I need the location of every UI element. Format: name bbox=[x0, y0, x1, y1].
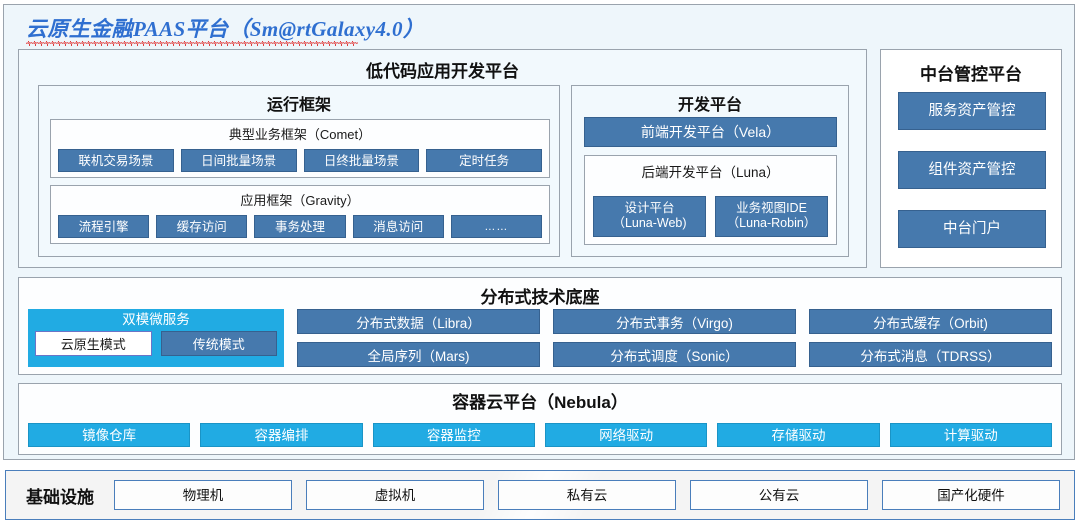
gravity-chip-cache-access[interactable]: 缓存访问 bbox=[156, 215, 248, 238]
comet-chip-online-trade[interactable]: 联机交易场景 bbox=[58, 149, 174, 172]
frontend-dev-platform-vela[interactable]: 前端开发平台（Vela） bbox=[584, 117, 837, 147]
runtime-framework-title: 运行框架 bbox=[266, 97, 331, 114]
cc-chip-image-registry[interactable]: 镜像仓库 bbox=[28, 423, 191, 447]
infra-chip-virtual-machine[interactable]: 虚拟机 bbox=[306, 480, 484, 510]
distributed-column-1: 分布式数据（Libra） 全局序列（Mars) bbox=[297, 309, 540, 367]
luna-chip-business-view-ide-line1: 业务视图IDE bbox=[736, 201, 807, 215]
spellcheck-wavy-underline bbox=[26, 41, 358, 46]
gravity-title: 应用框架（Gravity） bbox=[240, 193, 360, 208]
page-title-text: 云原生金融PAAS平台（Sm@rtGalaxy4.0） bbox=[26, 17, 425, 41]
comet-chip-row: 联机交易场景 日间批量场景 日终批量场景 定时任务 bbox=[58, 149, 542, 172]
page-title: 云原生金融PAAS平台（Sm@rtGalaxy4.0） bbox=[26, 13, 425, 46]
dist-chip-global-sequence-mars[interactable]: 全局序列（Mars) bbox=[297, 342, 540, 367]
luna-chip-business-view-ide-line2: （Luna-Robin） bbox=[726, 216, 817, 230]
gravity-application-framework-box: 应用框架（Gravity） 流程引擎 缓存访问 事务处理 消息访问 …… bbox=[50, 185, 550, 244]
dual-mode-chip-cloud-native[interactable]: 云原生模式 bbox=[35, 331, 152, 356]
infrastructure-panel: 基础设施 物理机 虚拟机 私有云 公有云 国产化硬件 bbox=[5, 470, 1075, 520]
infra-chip-domestic-hardware[interactable]: 国产化硬件 bbox=[882, 480, 1060, 510]
midplatform-chip-component-asset[interactable]: 组件资产管控 bbox=[898, 151, 1046, 189]
cc-chip-compute-driver[interactable]: 计算驱动 bbox=[889, 423, 1052, 447]
dual-mode-chip-row: 云原生模式 传统模式 bbox=[28, 331, 284, 361]
row-lowcode-and-midplatform: 低代码应用开发平台 运行框架 典型业务框架（Comet） 联机交易场景 日间批量… bbox=[18, 49, 1062, 269]
midplatform-chip-portal[interactable]: 中台门户 bbox=[898, 210, 1046, 248]
comet-chip-scheduled-task[interactable]: 定时任务 bbox=[426, 149, 542, 172]
container-cloud-title: 容器云平台（Nebula） bbox=[452, 393, 628, 412]
comet-business-framework-box: 典型业务框架（Comet） 联机交易场景 日间批量场景 日终批量场景 定时任务 bbox=[50, 119, 550, 178]
distributed-base-grid: 双模微服务 云原生模式 传统模式 分布式数据（Libra） 全局序列（Mars)… bbox=[28, 309, 1052, 367]
infrastructure-label: 基础设施 bbox=[26, 487, 94, 507]
platform-panel: 云原生金融PAAS平台（Sm@rtGalaxy4.0） 低代码应用开发平台 运行… bbox=[3, 4, 1075, 460]
dual-mode-chip-traditional[interactable]: 传统模式 bbox=[160, 331, 277, 356]
midplatform-title: 中台管控平台 bbox=[920, 65, 1022, 84]
dual-mode-microservice-box: 双模微服务 云原生模式 传统模式 bbox=[28, 309, 284, 367]
backend-dev-platform-luna-box: 后端开发平台（Luna） 设计平台 （Luna-Web) 业务视图IDE （Lu… bbox=[584, 155, 837, 245]
comet-chip-intraday-batch[interactable]: 日间批量场景 bbox=[180, 149, 297, 172]
cc-chip-network-driver[interactable]: 网络驱动 bbox=[544, 423, 708, 447]
cc-chip-orchestration[interactable]: 容器编排 bbox=[200, 423, 363, 447]
luna-title: 后端开发平台（Luna） bbox=[641, 165, 780, 180]
cc-chip-monitoring[interactable]: 容器监控 bbox=[372, 423, 535, 447]
dual-mode-title: 双模微服务 bbox=[122, 312, 190, 327]
comet-title: 典型业务框架（Comet） bbox=[228, 127, 372, 142]
dist-chip-transaction-virgo[interactable]: 分布式事务（Virgo) bbox=[553, 309, 796, 334]
container-cloud-platform-panel: 容器云平台（Nebula） 镜像仓库 容器编排 容器监控 网络驱动 存储驱动 计… bbox=[18, 383, 1062, 455]
dist-chip-data-libra[interactable]: 分布式数据（Libra） bbox=[297, 309, 540, 334]
luna-chip-design-platform-line2: （Luna-Web) bbox=[612, 216, 687, 230]
infra-chip-physical-machine[interactable]: 物理机 bbox=[114, 480, 292, 510]
gravity-chip-row: 流程引擎 缓存访问 事务处理 消息访问 …… bbox=[58, 215, 543, 238]
container-cloud-chip-row: 镜像仓库 容器编排 容器监控 网络驱动 存储驱动 计算驱动 bbox=[28, 423, 1052, 447]
distributed-technology-base-panel: 分布式技术底座 双模微服务 云原生模式 传统模式 分布式数据（Libra） 全局… bbox=[18, 277, 1062, 375]
infra-chip-private-cloud[interactable]: 私有云 bbox=[498, 480, 676, 510]
gravity-chip-transaction[interactable]: 事务处理 bbox=[254, 215, 346, 238]
luna-chip-design-platform-line1: 设计平台 bbox=[624, 201, 675, 215]
development-platform-title: 开发平台 bbox=[677, 97, 742, 114]
lowcode-platform-panel: 低代码应用开发平台 运行框架 典型业务框架（Comet） 联机交易场景 日间批量… bbox=[18, 49, 867, 268]
distributed-column-2: 分布式事务（Virgo) 分布式调度（Sonic） bbox=[553, 309, 796, 367]
midplatform-chip-service-asset[interactable]: 服务资产管控 bbox=[898, 92, 1046, 130]
luna-chip-row: 设计平台 （Luna-Web) 业务视图IDE （Luna-Robin） bbox=[593, 196, 828, 237]
infra-chip-public-cloud[interactable]: 公有云 bbox=[690, 480, 868, 510]
dist-chip-message-tdrss[interactable]: 分布式消息（TDRSS） bbox=[809, 342, 1052, 367]
dist-chip-cache-orbit[interactable]: 分布式缓存（Orbit) bbox=[809, 309, 1052, 334]
infrastructure-chip-row: 物理机 虚拟机 私有云 公有云 国产化硬件 bbox=[114, 480, 1074, 510]
luna-chip-business-view-ide[interactable]: 业务视图IDE （Luna-Robin） bbox=[715, 196, 828, 237]
gravity-chip-process-engine[interactable]: 流程引擎 bbox=[58, 215, 150, 238]
dist-chip-schedule-sonic[interactable]: 分布式调度（Sonic） bbox=[553, 342, 796, 367]
distributed-base-title: 分布式技术底座 bbox=[480, 288, 600, 307]
gravity-chip-more[interactable]: …… bbox=[450, 215, 543, 238]
lowcode-platform-title: 低代码应用开发平台 bbox=[366, 62, 519, 81]
gravity-chip-message-access[interactable]: 消息访问 bbox=[352, 215, 444, 238]
cc-chip-storage-driver[interactable]: 存储驱动 bbox=[717, 423, 880, 447]
comet-chip-eod-batch[interactable]: 日终批量场景 bbox=[303, 149, 420, 172]
runtime-framework-panel: 运行框架 典型业务框架（Comet） 联机交易场景 日间批量场景 日终批量场景 … bbox=[38, 85, 560, 257]
distributed-column-3: 分布式缓存（Orbit) 分布式消息（TDRSS） bbox=[809, 309, 1052, 367]
development-platform-panel: 开发平台 前端开发平台（Vela） 后端开发平台（Luna） 设计平台 （Lun… bbox=[571, 85, 849, 257]
midplatform-control-panel: 中台管控平台 服务资产管控 组件资产管控 中台门户 bbox=[880, 49, 1062, 268]
luna-chip-design-platform[interactable]: 设计平台 （Luna-Web) bbox=[593, 196, 706, 237]
